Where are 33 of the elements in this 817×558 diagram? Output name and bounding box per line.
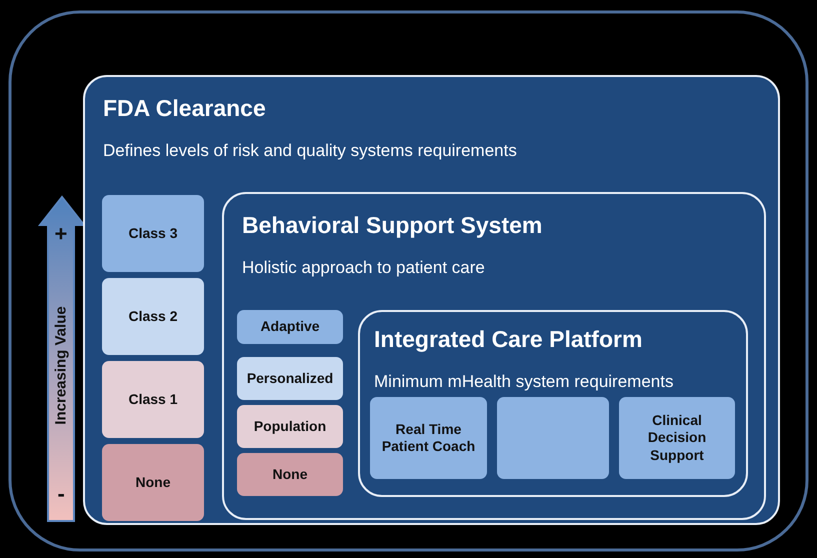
box-label: Class 1 bbox=[128, 390, 178, 408]
empty-box bbox=[497, 397, 609, 479]
box-label: Adaptive bbox=[260, 318, 320, 336]
nested-panel bbox=[83, 75, 780, 525]
panel-description: Defines levels of risk and quality systems requirements bbox=[103, 141, 517, 161]
level-box bbox=[237, 310, 343, 344]
level-box bbox=[237, 357, 343, 400]
panel-description: Minimum mHealth system requirements bbox=[374, 372, 674, 392]
box-label: Real Time Patient Coach bbox=[380, 420, 476, 456]
box-label: Population bbox=[254, 418, 326, 436]
nested-panel bbox=[222, 192, 766, 520]
box-label: None bbox=[272, 466, 308, 484]
level-box bbox=[102, 195, 204, 272]
box-label: Class 2 bbox=[128, 308, 178, 326]
level-box bbox=[370, 397, 487, 479]
level-box bbox=[102, 444, 204, 521]
panel-heading: FDA Clearance bbox=[103, 95, 266, 122]
minus-sign: - bbox=[58, 481, 65, 507]
level-box bbox=[237, 405, 343, 448]
plus-sign: + bbox=[54, 221, 68, 247]
panel-description: Holistic approach to patient care bbox=[242, 258, 485, 278]
level-box bbox=[102, 361, 204, 438]
box-label: Class 3 bbox=[128, 224, 178, 242]
box-label: Clinical Decision Support bbox=[646, 412, 708, 464]
box-label: None bbox=[136, 474, 170, 492]
level-box bbox=[619, 397, 735, 479]
panel-heading: Behavioral Support System bbox=[242, 212, 542, 239]
level-box bbox=[102, 278, 204, 355]
panel-heading: Integrated Care Platform bbox=[374, 326, 642, 353]
level-box bbox=[237, 453, 343, 496]
nested-panel bbox=[358, 310, 748, 497]
axis-label: Increasing Value bbox=[52, 306, 70, 424]
box-label: Personalized bbox=[246, 370, 334, 388]
